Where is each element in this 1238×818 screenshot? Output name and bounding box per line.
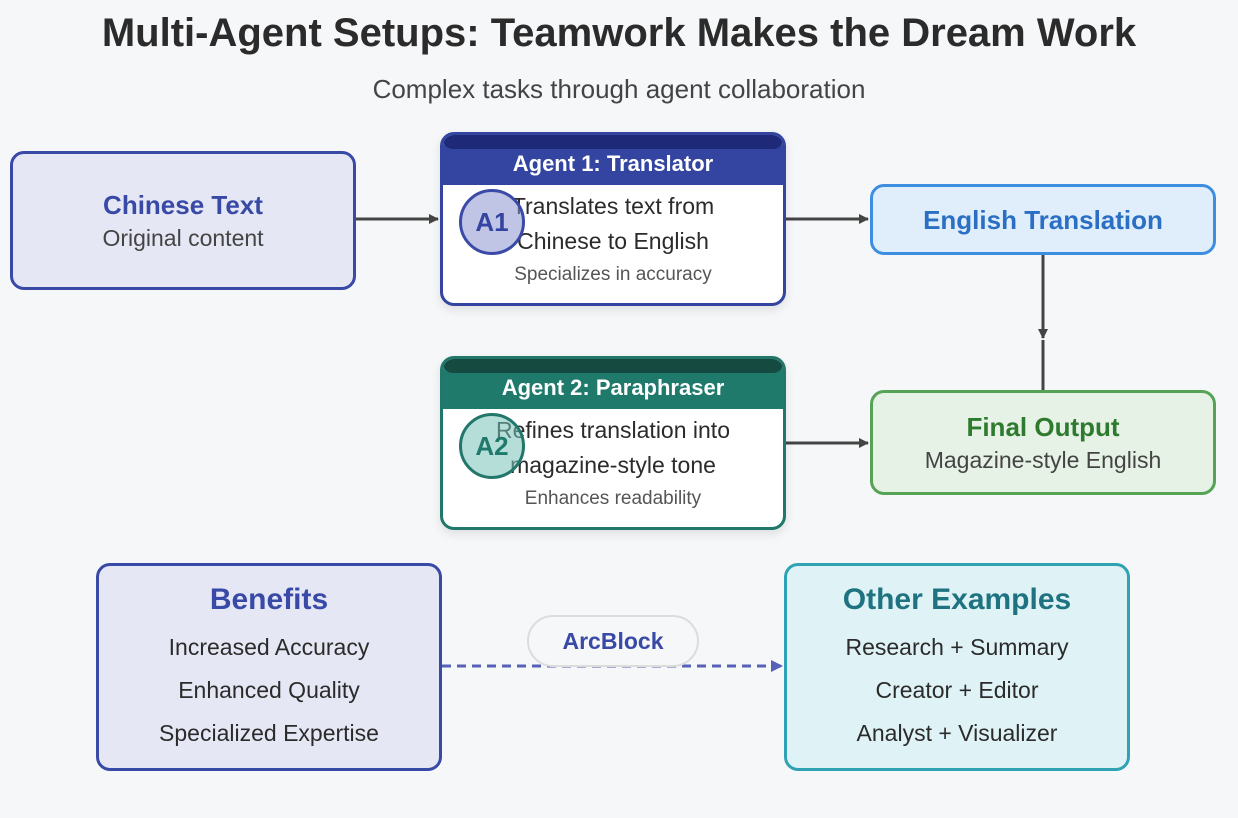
chinese-text-title: Chinese Text xyxy=(103,189,263,220)
agent2-note: Enhances readability xyxy=(524,488,702,509)
agent1-title: Agent 1: Translator xyxy=(512,151,714,176)
final-output-subtitle: Magazine-style English xyxy=(924,446,1162,473)
example-item: Creator + Editor xyxy=(875,677,1039,703)
agent1-description-line2: Chinese to English xyxy=(517,228,709,254)
english-translation-title: English Translation xyxy=(923,204,1163,235)
agent2-title: Agent 2: Paraphraser xyxy=(501,375,725,400)
final-output-node: Final Output Magazine-style English xyxy=(870,390,1216,495)
other-examples-title: Other Examples xyxy=(842,583,1072,616)
chinese-text-node: Chinese Text Original content xyxy=(10,151,356,290)
agent1-note: Specializes in accuracy xyxy=(514,264,712,285)
agent1-header-cap xyxy=(443,135,783,149)
benefit-item: Increased Accuracy xyxy=(168,634,370,660)
arcblock-label: ArcBlock xyxy=(527,615,699,667)
benefits-panel: Benefits Increased Accuracy Enhanced Qua… xyxy=(96,563,442,771)
page-subtitle: Complex tasks through agent collaboratio… xyxy=(372,74,866,104)
benefit-item: Specialized Expertise xyxy=(159,720,379,746)
page-title: Multi-Agent Setups: Teamwork Makes the D… xyxy=(101,11,1137,55)
example-item: Research + Summary xyxy=(845,634,1069,660)
agent1-header: Agent 1: Translator xyxy=(443,135,783,185)
agent1-badge-icon: A1 xyxy=(459,189,525,255)
agent2-header: Agent 2: Paraphraser xyxy=(443,359,783,409)
benefits-title: Benefits xyxy=(209,583,329,616)
agent2-badge-icon: A2 xyxy=(459,413,525,479)
agent2-description-line1: Refines translation into xyxy=(496,417,730,443)
agent1-node: Agent 1: Translator Translates text from… xyxy=(440,132,786,306)
agent2-header-cap xyxy=(443,359,783,373)
final-output-title: Final Output xyxy=(966,411,1120,442)
other-examples-panel: Other Examples Research + Summary Creato… xyxy=(784,563,1130,771)
agent2-description-line2: magazine-style tone xyxy=(510,452,716,478)
agent2-node: Agent 2: Paraphraser Refines translation… xyxy=(440,356,786,530)
benefit-item: Enhanced Quality xyxy=(178,677,360,703)
english-translation-node: English Translation xyxy=(870,184,1216,255)
agent1-description-line1: Translates text from xyxy=(511,193,715,219)
chinese-text-subtitle: Original content xyxy=(102,224,264,251)
example-item: Analyst + Visualizer xyxy=(856,720,1058,746)
